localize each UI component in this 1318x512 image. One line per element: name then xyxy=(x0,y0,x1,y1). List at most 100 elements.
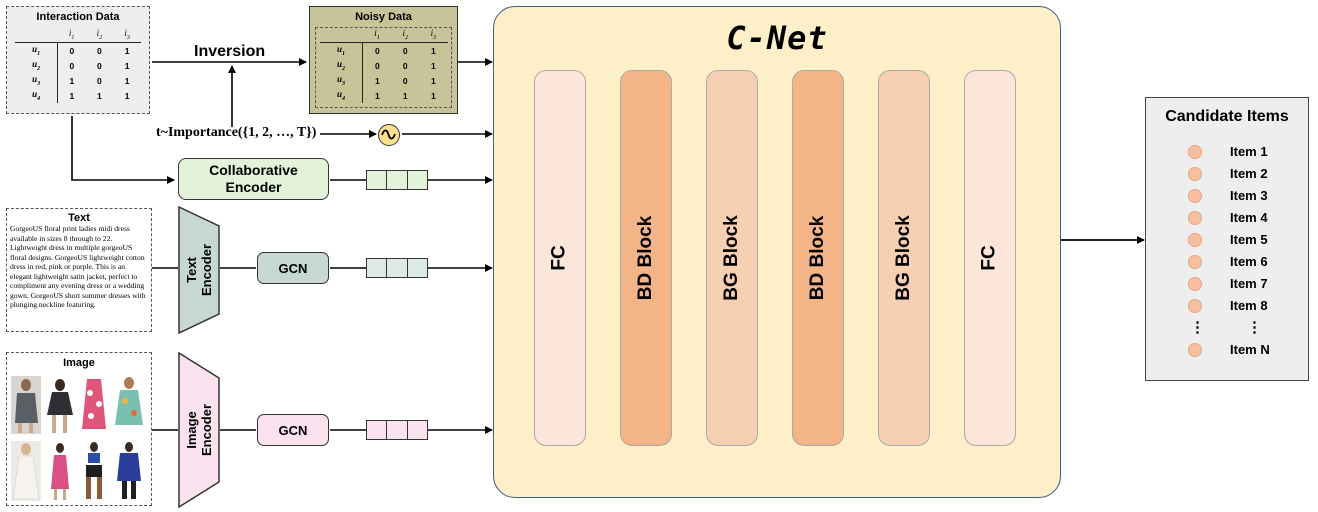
candidate-dot-icon xyxy=(1188,277,1202,291)
candidate-dot-icon xyxy=(1188,189,1202,203)
matrix-col-header: i3 xyxy=(419,27,448,43)
candidate-item: Item 8 xyxy=(1146,296,1296,316)
text-encoder-label-1: Text xyxy=(184,257,200,283)
candidate-dot-icon xyxy=(1188,299,1202,313)
candidate-item: Item 6 xyxy=(1146,252,1296,272)
matrix-row-header: u2 xyxy=(15,58,59,73)
matrix-cell: 1 xyxy=(431,75,436,86)
matrix-row: u4 1 1 1 xyxy=(319,88,448,103)
matrix-cell: 1 xyxy=(124,90,130,101)
cnet-title: C-Net xyxy=(726,19,828,57)
matrix-cell: 1 xyxy=(431,45,436,56)
matrix-row-header: u2 xyxy=(319,58,364,73)
noisy-data-title: Noisy Data xyxy=(355,11,412,23)
candidate-dot-icon xyxy=(1188,233,1202,247)
bd-block-1: BD Block xyxy=(620,70,672,446)
matrix-cell: 0 xyxy=(97,75,102,86)
matrix-cell: 1 xyxy=(124,75,130,86)
image-gcn-label: GCN xyxy=(278,422,308,438)
matrix-cell: 0 xyxy=(374,60,380,71)
image-encoder-shape xyxy=(178,352,220,508)
matrix-cell: 0 xyxy=(97,45,102,56)
candidate-dot-icon xyxy=(1188,167,1202,181)
dress-photo-2 xyxy=(45,376,75,434)
candidate-item: Item 7 xyxy=(1146,274,1296,294)
matrix-cell: 1 xyxy=(402,90,408,101)
candidate-item: Item 1 xyxy=(1146,142,1296,162)
matrix-cell: 0 xyxy=(97,60,102,71)
matrix-corner xyxy=(319,27,363,43)
candidate-dot-icon xyxy=(1188,211,1202,225)
bg-block-2-label: BG Block xyxy=(893,215,914,301)
bg-block-1-label: BG Block xyxy=(721,215,742,301)
interaction-data-title: Interaction Data xyxy=(36,11,120,23)
candidate-item-label: Item 2 xyxy=(1230,166,1268,181)
text-embedding-vector xyxy=(366,258,428,278)
candidate-item-label: Item 6 xyxy=(1230,254,1268,269)
candidate-item-label: Item 4 xyxy=(1230,210,1268,225)
candidate-dot-icon xyxy=(1188,145,1202,159)
image-encoder: Image Encoder xyxy=(178,352,220,508)
bg-block-2: BG Block xyxy=(878,70,930,446)
fc-block-input: FC xyxy=(534,70,586,446)
candidate-item-label: Item 8 xyxy=(1230,298,1268,313)
matrix-cell: 1 xyxy=(374,75,380,86)
candidate-item: Item 3 xyxy=(1146,186,1296,206)
image-encoder-label-2: Encoder xyxy=(199,403,215,457)
matrix-corner xyxy=(15,27,58,43)
candidate-item-label: Item 3 xyxy=(1230,188,1268,203)
bd-block-1-label: BD Block xyxy=(635,215,656,301)
matrix-cell: 1 xyxy=(374,90,380,101)
image-gcn: GCN xyxy=(257,414,329,446)
matrix-row-header: u3 xyxy=(319,73,364,88)
image-box: Image xyxy=(6,352,152,506)
matrix-col-header: i1 xyxy=(57,27,86,43)
fc-block-input-label: FC xyxy=(548,245,570,271)
text-encoder: Text Encoder xyxy=(178,206,220,334)
candidate-dot-icon xyxy=(1188,255,1202,269)
matrix-row-header: u1 xyxy=(319,42,364,58)
text-box-body: GorgeoUS floral print ladies midi dress … xyxy=(10,224,146,309)
text-encoder-label-2: Encoder xyxy=(199,243,215,297)
matrix-cell: 1 xyxy=(97,90,102,101)
candidate-ellipsis: ⋮⋮ xyxy=(1146,318,1296,338)
matrix-cell: 0 xyxy=(402,60,408,71)
bd-block-2: BD Block xyxy=(792,70,844,446)
text-box-title: Text xyxy=(68,212,90,224)
candidate-item-label: Item 1 xyxy=(1230,144,1268,159)
candidate-item: Item 2 xyxy=(1146,164,1296,184)
matrix-row: u2 0 0 1 xyxy=(319,58,448,73)
matrix-row-header: u4 xyxy=(319,88,364,103)
image-box-title: Image xyxy=(63,357,95,369)
candidate-item: Item 4 xyxy=(1146,208,1296,228)
product-image-grid xyxy=(11,376,146,501)
matrix-cell: 1 xyxy=(431,90,436,101)
candidate-item-label: Item 7 xyxy=(1230,276,1268,291)
candidate-items-panel: Candidate Items Item 1 Item 2 Item 3 Item 4… xyxy=(1145,97,1309,381)
inversion-label: Inversion xyxy=(194,43,266,60)
matrix-col-header: i3 xyxy=(113,27,141,43)
fc-block-output-label: FC xyxy=(978,245,1000,271)
sinusoid-embedding-icon xyxy=(378,124,400,146)
dress-photo-5 xyxy=(11,441,41,501)
text-encoder-shape xyxy=(178,206,220,334)
image-embedding-vector xyxy=(366,420,428,440)
fc-block-output: FC xyxy=(964,70,1016,446)
candidate-dot-icon xyxy=(1188,343,1202,357)
matrix-cell: 0 xyxy=(69,60,75,71)
interaction-to-collab-arrow xyxy=(71,116,175,184)
matrix-cell: 1 xyxy=(431,60,436,71)
dress-photo-8 xyxy=(113,441,146,501)
bg-block-1: BG Block xyxy=(706,70,758,446)
candidate-items-title: Candidate Items xyxy=(1165,108,1289,125)
text-box: Text GorgeoUS floral print ladies midi d… xyxy=(6,208,152,332)
